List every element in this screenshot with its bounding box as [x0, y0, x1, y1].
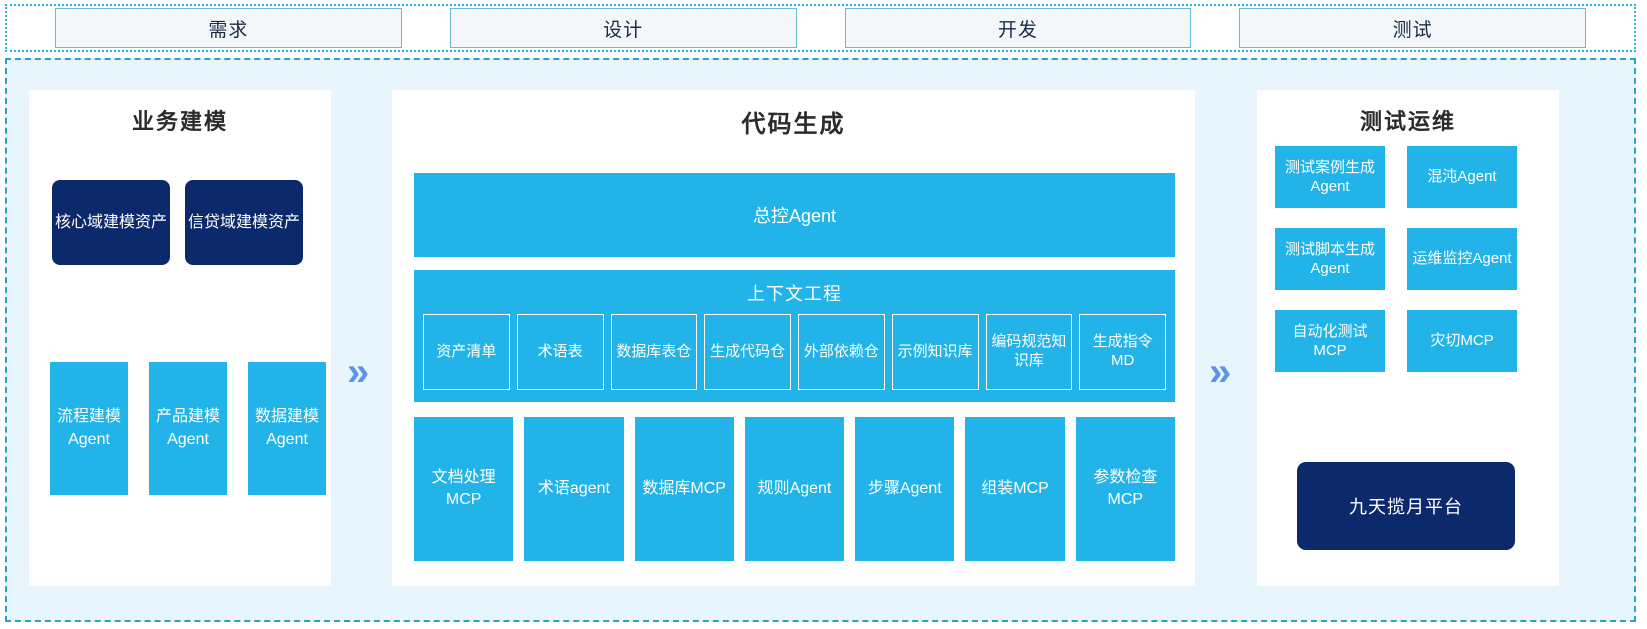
- agent-process-modeling[interactable]: 流程建模Agent: [50, 362, 128, 495]
- business-asset-row: 核心域建模资产 信贷域建模资产: [52, 180, 303, 265]
- phase-label: 测试: [1392, 19, 1433, 41]
- tool-rule-agent[interactable]: 规则Agent: [744, 417, 845, 561]
- panel-title-business-modeling: 业务建模: [131, 109, 228, 134]
- panel-title-test-operations: 测试运维: [1359, 109, 1456, 134]
- panel-title-code-generation: 代码生成: [741, 111, 846, 138]
- phase-box-requirements[interactable]: 需求: [55, 8, 402, 48]
- ctx-item-coding-standard-knowledge-base[interactable]: 编码规范知识库: [985, 314, 1073, 390]
- main-diagram-area: 业务建模 核心域建模资产 信贷域建模资产 流程建模Agent 产品建模Agent…: [5, 58, 1636, 622]
- panel-code-generation: 代码生成 总控Agent 上下文工程 资产清单 术语表 数据库表仓 生成代码仓 …: [392, 90, 1195, 586]
- tool-database-mcp[interactable]: 数据库MCP: [634, 417, 734, 561]
- test-operations-grid: 测试案例生成Agent 混沌Agent 测试脚本生成Agent 运维监控Agen…: [1275, 146, 1541, 372]
- tool-step-agent[interactable]: 步骤Agent: [855, 417, 955, 561]
- qa-test-script-generation-agent[interactable]: 测试脚本生成Agent: [1275, 228, 1385, 290]
- context-engineering-panel: 上下文工程 资产清单 术语表 数据库表仓 生成代码仓 外部依赖仓 示例知识库 编…: [414, 270, 1175, 402]
- panel-test-operations: 测试运维 测试案例生成Agent 混沌Agent 测试脚本生成Agent 运维监…: [1257, 90, 1559, 586]
- double-chevron-right-icon: »: [1209, 350, 1231, 394]
- context-engineering-items: 资产清单 术语表 数据库表仓 生成代码仓 外部依赖仓 示例知识库 编码规范知识库…: [423, 314, 1166, 390]
- ctx-item-asset-inventory[interactable]: 资产清单: [423, 314, 510, 390]
- context-engineering-title: 上下文工程: [747, 284, 842, 304]
- tool-document-processing-mcp[interactable]: 文档处理MCP: [414, 417, 514, 561]
- phase-label: 开发: [997, 19, 1038, 41]
- panel-business-modeling: 业务建模 核心域建模资产 信贷域建模资产 流程建模Agent 产品建模Agent…: [29, 90, 331, 586]
- agent-data-modeling[interactable]: 数据建模Agent: [248, 362, 326, 495]
- ctx-item-generation-instruction-md[interactable]: 生成指令MD: [1079, 314, 1166, 390]
- ctx-item-glossary[interactable]: 术语表: [516, 314, 604, 390]
- qa-automated-test-mcp[interactable]: 自动化测试MCP: [1275, 310, 1385, 372]
- phase-label: 设计: [603, 19, 644, 41]
- tool-glossary-agent[interactable]: 术语agent: [524, 417, 624, 561]
- phase-box-design[interactable]: 设计: [449, 8, 797, 48]
- qa-ops-monitoring-agent[interactable]: 运维监控Agent: [1407, 228, 1517, 290]
- ctx-item-db-table-repo[interactable]: 数据库表仓: [610, 314, 698, 390]
- phase-strip: 需求 设计 开发 测试: [5, 4, 1636, 52]
- code-generation-tool-row: 文档处理MCP 术语agent 数据库MCP 规则Agent 步骤Agent 组…: [414, 417, 1175, 561]
- phase-box-testing[interactable]: 测试: [1239, 8, 1586, 48]
- phase-box-development[interactable]: 开发: [844, 8, 1192, 48]
- phase-label: 需求: [208, 19, 249, 41]
- ctx-item-example-knowledge-base[interactable]: 示例知识库: [891, 314, 979, 390]
- business-agent-row: 流程建模Agent 产品建模Agent 数据建模Agent: [50, 362, 326, 495]
- qa-test-case-generation-agent[interactable]: 测试案例生成Agent: [1275, 146, 1385, 208]
- tool-assembly-mcp[interactable]: 组装MCP: [965, 417, 1065, 561]
- agent-product-modeling[interactable]: 产品建模Agent: [149, 362, 227, 495]
- qa-chaos-agent[interactable]: 混沌Agent: [1407, 146, 1517, 208]
- platform-jiutian-lanyue[interactable]: 九天揽月平台: [1297, 462, 1515, 550]
- ctx-item-generated-code-repo[interactable]: 生成代码仓: [704, 314, 791, 390]
- double-chevron-right-icon: »: [347, 350, 369, 394]
- qa-disaster-switch-mcp[interactable]: 灾切MCP: [1407, 310, 1517, 372]
- master-control-agent[interactable]: 总控Agent: [414, 173, 1175, 257]
- ctx-item-external-dependency-repo[interactable]: 外部依赖仓: [798, 314, 885, 390]
- tool-parameter-check-mcp[interactable]: 参数检查MCP: [1075, 417, 1175, 561]
- asset-core-domain[interactable]: 核心域建模资产: [52, 180, 170, 265]
- asset-credit-domain[interactable]: 信贷域建模资产: [185, 180, 303, 265]
